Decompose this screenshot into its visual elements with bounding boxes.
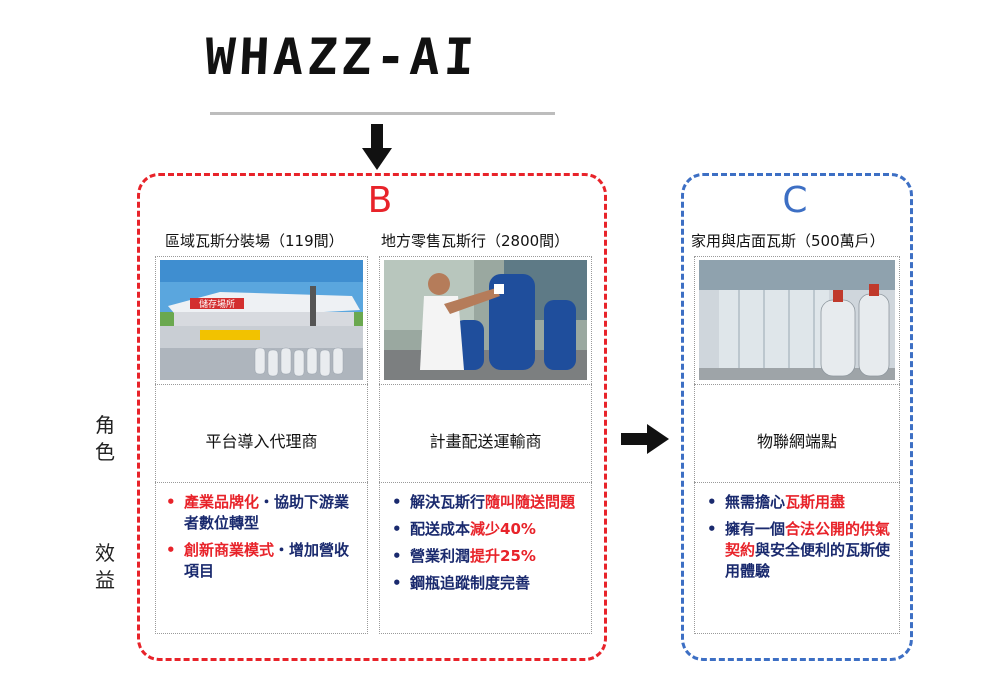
column-heading-retail-shop: 地方零售瓦斯行（2800間） — [381, 232, 570, 250]
column-heading-household: 家用與店面瓦斯（500萬戶） — [691, 232, 885, 250]
group-b-letter: B — [367, 180, 393, 221]
row-divider — [155, 384, 368, 385]
brand-logo: WHAZZ-AI — [203, 28, 480, 86]
role-iot-endpoint: 物聯網端點 — [756, 432, 837, 451]
benefit-text: 營業利潤 — [410, 547, 471, 565]
side-label-role: 角 色 — [93, 412, 117, 466]
side-label-char: 益 — [95, 568, 115, 592]
benefit-highlight: 瓦斯用盡 — [785, 493, 846, 511]
benefit-item: • 鋼瓶追蹤制度完善 — [392, 573, 585, 594]
household-photo — [699, 260, 895, 380]
side-label-benefit: 效 益 — [93, 540, 117, 594]
benefit-text: ・增加營收項目 — [184, 541, 350, 580]
benefit-text: 擁有一個 — [725, 520, 786, 538]
benefit-item: • 無需擔心瓦斯用盡 — [707, 492, 893, 513]
benefit-highlight: 產業品牌化 — [184, 493, 260, 511]
benefit-item: • 解決瓦斯行隨叫隨送問題 — [392, 492, 585, 513]
bullet: • — [707, 520, 717, 538]
retail-shop-photo — [384, 260, 587, 380]
brand-underline — [210, 112, 555, 115]
benefit-item: • 擁有一個合法公開的供氣契約與安全便利的瓦斯使用體驗 — [707, 519, 893, 582]
photo-sign-text: 儲存場所 — [199, 298, 235, 310]
benefit-highlight: 隨叫隨送問題 — [485, 493, 576, 511]
sorting-plant-photo: 儲存場所 — [160, 260, 363, 380]
benefit-text: 與安全便利的瓦斯使用體驗 — [725, 541, 891, 580]
bullet: • — [166, 541, 176, 559]
side-label-char: 效 — [95, 541, 115, 565]
benefit-text: 無需擔心 — [725, 493, 786, 511]
row-divider — [694, 482, 900, 483]
benefit-text: ・協助下游業者數位轉型 — [184, 493, 350, 532]
row-divider — [694, 384, 900, 385]
benefit-text: 解決瓦斯行 — [410, 493, 486, 511]
arrow-right-icon — [621, 424, 669, 454]
group-c-letter: C — [782, 180, 808, 221]
side-label-char: 角 — [95, 413, 115, 437]
benefits-list-sorting-plant: • 產業品牌化・協助下游業者數位轉型 • 創新商業模式・增加營收項目 — [166, 492, 361, 588]
row-divider — [379, 482, 592, 483]
benefits-list-household: • 無需擔心瓦斯用盡 • 擁有一個合法公開的供氣契約與安全便利的瓦斯使用體驗 — [707, 492, 893, 588]
bullet: • — [392, 574, 402, 592]
benefit-highlight: 合法公開的供氣契約 — [725, 520, 891, 559]
benefits-list-retail-shop: • 解決瓦斯行隨叫隨送問題 • 配送成本減少40% • 營業利潤提升25% • 鋼瓶追蹤… — [392, 492, 585, 600]
row-divider — [379, 384, 592, 385]
benefit-item: • 產業品牌化・協助下游業者數位轉型 — [166, 492, 361, 534]
benefit-item: • 配送成本減少40% — [392, 519, 585, 540]
row-divider — [155, 482, 368, 483]
benefit-highlight: 創新商業模式 — [184, 541, 275, 559]
bullet: • — [392, 547, 402, 565]
column-heading-sorting-plant: 區域瓦斯分裝場（119間） — [165, 232, 344, 250]
role-delivery-carrier: 計畫配送運輸商 — [429, 432, 542, 451]
benefit-text: 配送成本 — [410, 520, 471, 538]
bullet: • — [166, 493, 176, 511]
benefit-highlight: 減少40% — [470, 520, 536, 538]
benefit-item: • 營業利潤提升25% — [392, 546, 585, 567]
group-b-frame — [137, 173, 607, 661]
role-platform-agent: 平台導入代理商 — [205, 432, 318, 451]
benefit-item: • 創新商業模式・增加營收項目 — [166, 540, 361, 582]
arrow-down-icon — [362, 124, 392, 170]
bullet: • — [392, 520, 402, 538]
bullet: • — [392, 493, 402, 511]
benefit-text: 鋼瓶追蹤制度完善 — [410, 574, 531, 592]
benefit-highlight: 提升25% — [470, 547, 536, 565]
bullet: • — [707, 493, 717, 511]
side-label-char: 色 — [95, 440, 115, 464]
group-c-frame — [681, 173, 913, 661]
